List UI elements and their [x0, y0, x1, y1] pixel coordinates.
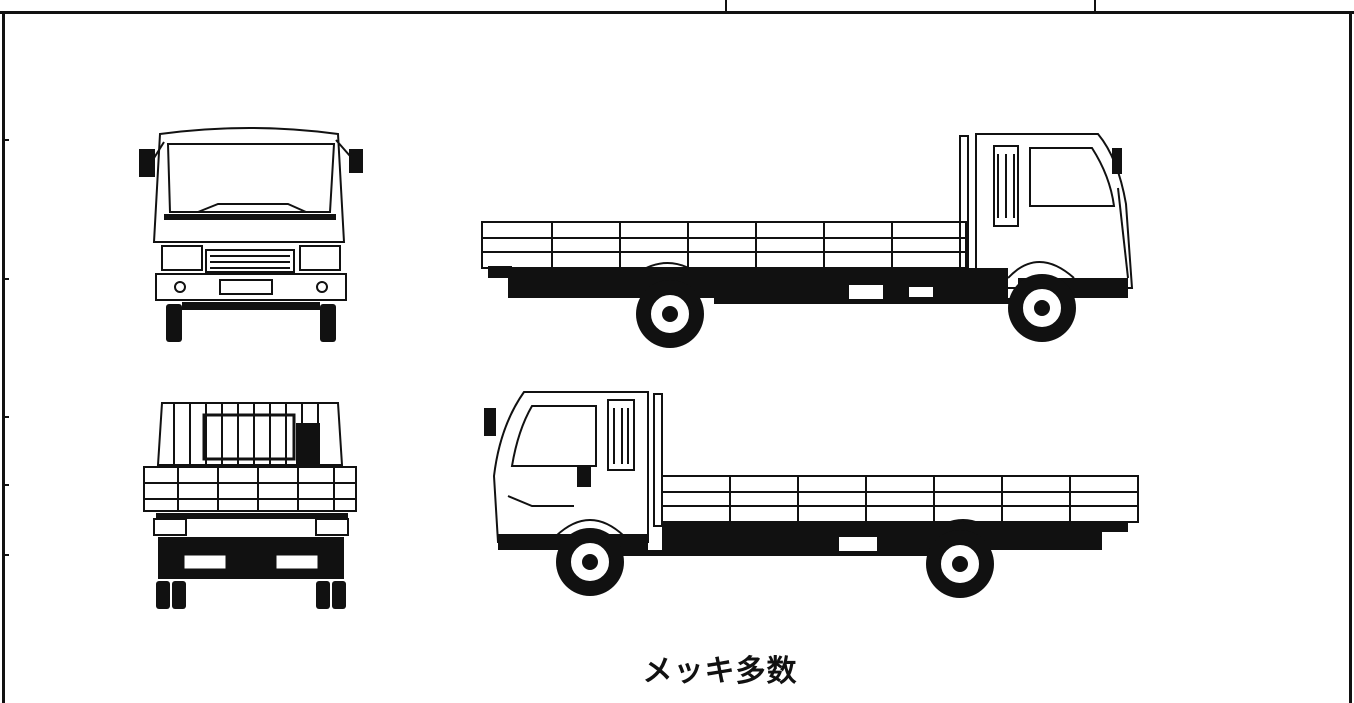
truck-right-side-view: [481, 133, 1134, 348]
frame-tick: [5, 416, 9, 418]
truck-front-view: [139, 127, 363, 342]
caption-text: メッキ多数: [642, 654, 798, 689]
truck-left-side-view: [484, 391, 1139, 598]
header-divider: [1094, 0, 1096, 11]
truck-rear-view: [143, 402, 357, 609]
header-divider: [725, 0, 727, 11]
header-strip: [0, 0, 1354, 14]
frame-tick: [5, 139, 9, 141]
frame-tick: [5, 278, 9, 280]
drawing-frame: [2, 14, 1352, 703]
frame-tick: [5, 554, 9, 556]
frame-tick: [5, 484, 9, 486]
